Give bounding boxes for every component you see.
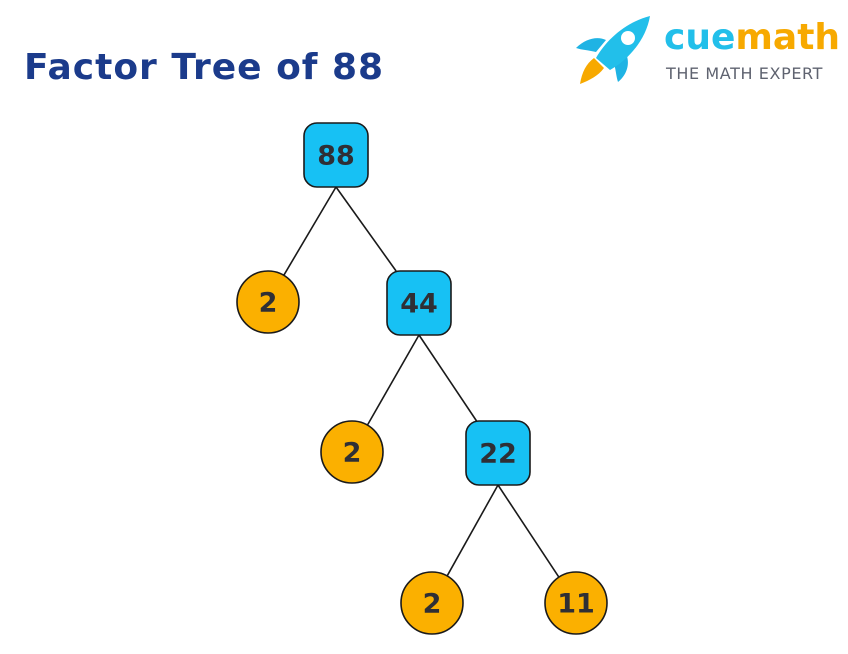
composite-node-box [386,270,452,336]
composite-node: 88 [303,122,369,188]
tree-edge [446,484,499,577]
prime-node: 2 [236,270,300,334]
brand-name-cue: cue [664,17,736,58]
tree-edge [283,186,337,276]
cuemath-logo: cuemath THE MATH EXPERT [572,10,842,90]
node-label: 88 [317,141,355,172]
node-label: 11 [557,589,595,620]
prime-node-circle [320,420,384,484]
tree-edge [335,186,397,272]
tree-edge [366,334,420,426]
tree-edge [418,334,478,422]
composite-node-box [465,420,531,486]
prime-node: 2 [400,571,464,635]
composite-node: 22 [465,420,531,486]
brand-name-math: math [735,17,841,58]
brand-name: cuemath [664,16,840,60]
node-label: 44 [400,289,438,320]
node-label: 2 [343,438,362,469]
rocket-icon [576,16,650,84]
prime-node: 11 [544,571,608,635]
node-label: 2 [259,288,278,319]
brand-tagline: THE MATH EXPERT [666,64,823,83]
node-label: 22 [479,439,517,470]
composite-node-box [303,122,369,188]
node-label: 2 [423,589,442,620]
tree-edge [497,484,560,578]
tree-edges [283,186,560,578]
prime-node: 2 [320,420,384,484]
prime-node-circle [236,270,300,334]
prime-node-circle [544,571,608,635]
prime-node-circle [400,571,464,635]
page-title: Factor Tree of 88 [24,47,385,88]
composite-node: 44 [386,270,452,336]
